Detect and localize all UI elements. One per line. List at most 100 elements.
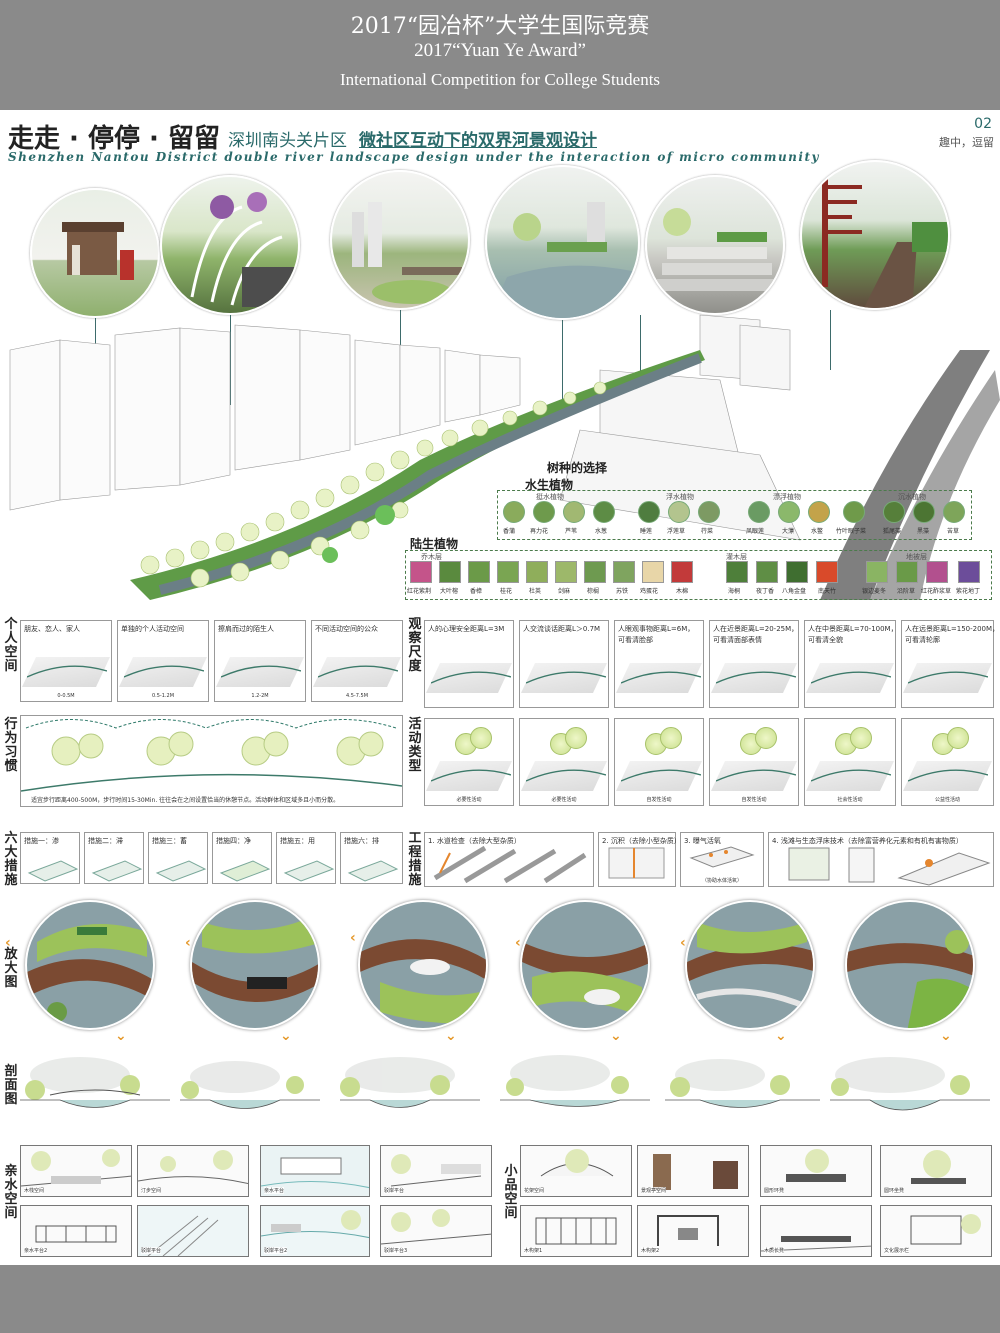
observation-panel: 人的心理安全距离L=3M xyxy=(424,620,514,708)
connector-line xyxy=(830,310,831,370)
enlarged-plan-4 xyxy=(520,900,650,1030)
plant-name: 杜英 xyxy=(529,588,542,595)
panel-caption: 人在近景距离L=20-25M， xyxy=(713,625,799,633)
section-label-enlarged: 放大图 xyxy=(4,947,18,990)
chevron-down-icon: ⌄ xyxy=(610,1028,622,1044)
plant-name: 红花紫荆 xyxy=(407,588,432,595)
waterfront-thumb: 驳岸平台3 xyxy=(380,1205,492,1257)
plant-thumb xyxy=(410,561,432,583)
plant-name: 黑藻 xyxy=(917,528,930,535)
observation-panel: 人眼观事物距离L=6M，可看清脸部 xyxy=(614,620,704,708)
chevron-left-icon: ‹ xyxy=(5,935,11,951)
render-circle-waterfront-plaza xyxy=(485,165,640,320)
thumb-label: 木构架1 xyxy=(524,1247,543,1254)
plant-thumb xyxy=(638,501,660,523)
plant-thumb xyxy=(526,561,548,583)
engineering-title: 1. 水道检查（去除大型杂质） xyxy=(428,837,521,845)
section-label-engineering: 工程措施 xyxy=(408,831,422,888)
panel-distance: 0-0.5M xyxy=(57,693,75,699)
section-label-small-building: 小品空间 xyxy=(504,1164,518,1221)
engineering-title: 2. 沉积（去除小型杂质） xyxy=(602,837,681,845)
plant-thumb xyxy=(726,561,748,583)
chevron-left-icon: ‹ xyxy=(350,930,356,946)
section-label-observation: 观察尺度 xyxy=(408,617,422,674)
pavilion-illustration xyxy=(62,222,134,280)
plant-thumb xyxy=(668,501,690,523)
aquatic-plants-title: 水生植物 xyxy=(525,478,574,492)
chevron-down-icon: ⌄ xyxy=(940,1028,952,1044)
plant-group-label: 灌木层 xyxy=(726,553,747,561)
thumb-label: 圆环坐凳 xyxy=(884,1187,905,1194)
plant-thumb xyxy=(866,561,888,583)
plant-thumb xyxy=(913,501,935,523)
pavilion-thumb: 花架空间 xyxy=(520,1145,632,1197)
thumb-label: 驳岸平台 xyxy=(384,1187,405,1194)
thumb-label: 驳岸平台2 xyxy=(264,1247,288,1254)
board-title: 走走 · 停停 · 留留 xyxy=(8,124,220,154)
thumb-label: 木质长凳 xyxy=(764,1247,785,1254)
measure-label: 措施一：渗 xyxy=(24,837,59,845)
observation-panel: 人在远景距离L=150-200M，可看清轮廓 xyxy=(901,620,999,708)
waterfront-thumb: 驳岸平台 xyxy=(380,1145,492,1197)
section-label-six-measures: 六大措施 xyxy=(4,831,18,888)
plant-thumb xyxy=(439,561,461,583)
connector-line xyxy=(230,315,231,405)
plant-thumb xyxy=(883,501,905,523)
measure-panel: 措施四：净 xyxy=(212,832,272,884)
measure-label: 措施五：用 xyxy=(280,837,315,845)
plant-thumb xyxy=(816,561,838,583)
plant-name: 水葱 xyxy=(595,528,608,535)
plant-thumb xyxy=(808,501,830,523)
arch-walkway-illustration xyxy=(190,192,298,307)
panel-distance: 0.5-1.2M xyxy=(151,693,175,699)
plant-name: 浮莲草 xyxy=(667,528,686,535)
plant-thumb xyxy=(613,561,635,583)
section-label-personal-space: 个人空间 xyxy=(4,617,18,674)
plant-name: 八角金盘 xyxy=(782,588,807,595)
plant-name: 红花酢浆草 xyxy=(921,588,952,595)
competition-title-en: 2017“Yuan Ye Award” xyxy=(414,40,586,61)
plant-name: 苏铁 xyxy=(616,588,629,595)
activity-label: 社会性活动 xyxy=(837,797,863,803)
panel-distance: 1.2-2M xyxy=(251,693,269,699)
plant-group-label: 漂浮植物 xyxy=(773,493,801,501)
page-tag: 趣中，逗留 xyxy=(939,136,994,149)
panel-caption: 朋友、恋人、家人 xyxy=(24,625,80,633)
chevron-down-icon: ⌄ xyxy=(775,1028,787,1044)
waterfront-thumb: 汀步空间 xyxy=(137,1145,249,1197)
behavior-caption: 适宜步行距离400-500M，步行时间15-30Min. 往往会在之间设置恰当的… xyxy=(31,797,340,804)
section-label-behavior: 行为习惯 xyxy=(4,717,18,774)
competition-subtitle-en: International Competition for College St… xyxy=(339,70,661,89)
plant-name: 沿阶草 xyxy=(897,588,916,595)
aquatic-plants-box: 挺水植物 浮水植物 漂浮植物 沉水植物 香蒲 再力花 芦苇 水葱 睡莲 浮莲草 … xyxy=(497,490,972,540)
panel-caption: 人在远景距离L=150-200M， xyxy=(905,625,1000,633)
panel-caption-sub: 可看清面部表情 xyxy=(713,636,762,644)
plant-thumb xyxy=(943,501,965,523)
chevron-left-icon: ‹ xyxy=(185,935,191,951)
plant-group-label: 乔木层 xyxy=(421,553,442,561)
aerial-perspective xyxy=(9,314,1000,600)
pavilion-thumb: 圆形环凳 xyxy=(760,1145,872,1197)
plant-name: 睡莲 xyxy=(640,528,653,535)
plant-name: 芦苇 xyxy=(565,528,578,535)
chevron-left-icon: ‹ xyxy=(680,935,686,951)
panel-caption: 单独的个人活动空间 xyxy=(121,625,184,633)
thumb-label: 花架空间 xyxy=(524,1187,545,1194)
render-circle-riverside-path xyxy=(330,170,470,310)
plant-thumb xyxy=(958,561,980,583)
waterfront-thumb: 驳岸平台2 xyxy=(260,1205,370,1257)
behavior-illustration xyxy=(20,719,403,792)
plant-name: 香樟 xyxy=(470,588,483,595)
panel-caption-sub: 可看清全貌 xyxy=(808,636,843,644)
plant-thumb xyxy=(584,561,606,583)
plant-thumb xyxy=(843,501,865,523)
activity-panel: 自发性活动 xyxy=(709,718,799,806)
connector-line xyxy=(562,320,563,405)
plant-thumb xyxy=(642,561,664,583)
activity-panel: 必要性活动 xyxy=(519,718,609,806)
connector-line xyxy=(640,315,641,390)
pavilion-thumb: 木质长凳 xyxy=(760,1205,872,1257)
engineering-title: 3. 曝气活氧 xyxy=(684,837,721,845)
observation-panel: 人交流谈话距离L＞0.7M xyxy=(519,620,609,708)
